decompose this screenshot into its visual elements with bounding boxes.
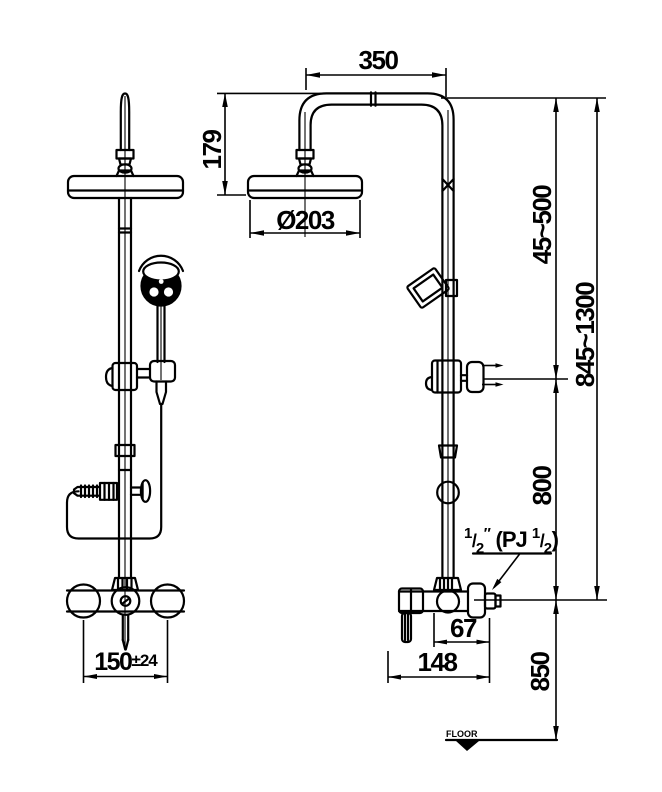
screw-arrowhead (495, 363, 504, 368)
cartridge-tick (121, 597, 130, 605)
dim-bracket-mixer-label: 800 (527, 466, 557, 506)
shower-head-front (66, 174, 185, 200)
floor-marker: FLOOR (444, 729, 559, 751)
mixer-body-circle (435, 589, 461, 614)
arrowhead (222, 181, 228, 195)
diverter-knob (139, 479, 152, 503)
spray-hole (149, 287, 159, 297)
arrowhead (346, 230, 360, 236)
inlet-end (494, 594, 502, 608)
hand-shower-holder-arc (137, 254, 185, 273)
holder-cup-inner (412, 273, 444, 303)
wall-flange-left (65, 583, 102, 619)
arrowhead (553, 98, 559, 112)
arrowhead (553, 600, 559, 614)
diverter-knob-side (436, 480, 460, 505)
wall-plate (465, 360, 485, 394)
clamp-knob (424, 375, 434, 392)
mixer-lever-side (400, 611, 413, 644)
column-collar (437, 444, 459, 459)
mixer-escutcheon (110, 586, 141, 616)
dim-height-adjust-label: 45~500 (527, 185, 557, 265)
arm-and-column-outer (298, 92, 455, 580)
dim-head-diameter-label: Ø203 (276, 205, 335, 235)
inlet-stub (483, 592, 497, 610)
screw-arrowhead (495, 382, 504, 387)
arrowhead (432, 72, 446, 78)
ball-joint-flare (115, 169, 135, 178)
arrowhead (154, 674, 168, 679)
dim-wall-to-column: 67 (433, 613, 491, 683)
hand-shower (65, 254, 185, 540)
arrowhead (553, 379, 559, 393)
holder-cup-outer (406, 267, 450, 309)
arrowhead (250, 230, 264, 236)
holder-cup-tilted (406, 267, 450, 309)
connection-callout: 1/2″ (PJ 1/2) (464, 525, 560, 590)
column-base-nut (432, 576, 463, 592)
leader-arrowhead (492, 578, 502, 590)
cartridge-mark (119, 595, 132, 607)
dim-head-diameter: Ø203 (249, 200, 361, 238)
arrowhead (594, 98, 600, 112)
ball-joint (117, 163, 133, 174)
vertical-dims: 45~500 800 850 845~1300 (441, 97, 607, 740)
arrowhead (476, 674, 490, 680)
wall-bracket (424, 359, 504, 394)
shower-hose (65, 402, 163, 540)
dim-arm-reach: 350 (305, 45, 447, 97)
arrowhead (553, 365, 559, 379)
holder-cup (148, 359, 177, 383)
front-view: 150±24 (65, 92, 186, 683)
dim-inlet-centers: 150±24 (82, 620, 169, 683)
column-collar (114, 443, 136, 458)
overhead-arm-front (119, 92, 131, 152)
arrowhead (222, 93, 228, 107)
bracket-clamp (430, 359, 463, 394)
hand-shower-cap (142, 261, 180, 282)
ball-joint-flare (295, 169, 315, 178)
arrowhead (553, 726, 559, 740)
diverter (72, 479, 152, 503)
arrowhead (434, 639, 447, 645)
shower-head-side (246, 174, 364, 200)
dim-head-drop: 179 (197, 92, 328, 196)
dim-arm-reach-label: 350 (359, 45, 399, 75)
ball-joint (297, 163, 313, 174)
dim-wall-to-column-label: 67 (450, 613, 477, 643)
holder-knob (104, 366, 114, 388)
floor-label: FLOOR (446, 729, 478, 739)
arrowhead (306, 72, 320, 78)
mixer-handle-tip (121, 638, 130, 651)
hand-shower-grip (155, 380, 168, 406)
spray-hole (163, 287, 174, 297)
mixer-valve-front (65, 576, 186, 651)
dim-overall-label: 845~1300 (570, 282, 600, 387)
hand-shower-holder-side (406, 267, 459, 309)
holder-clamp (444, 278, 459, 298)
floor-triangle (456, 741, 479, 751)
dim-head-drop-label: 179 (197, 130, 227, 170)
dim-mixer-depth-label: 148 (418, 647, 458, 677)
dim-inlet-centers-label: 150±24 (94, 648, 158, 676)
column-junction (441, 177, 455, 193)
mixer-valve-side (397, 576, 502, 644)
arrowhead (553, 586, 559, 600)
dim-mixer-floor-label: 850 (525, 652, 555, 692)
side-view: 350 179 Ø203 45~500 (197, 45, 607, 751)
wall-flange-right (149, 583, 186, 619)
arrowhead (83, 674, 97, 679)
connection-label: 1/2″ (PJ 1/2) (464, 525, 559, 557)
spray-hole (158, 279, 164, 284)
arrowhead (476, 639, 490, 645)
dim-mixer-depth: 148 (387, 647, 490, 683)
arrowhead (594, 586, 600, 600)
arrowhead (388, 674, 401, 680)
